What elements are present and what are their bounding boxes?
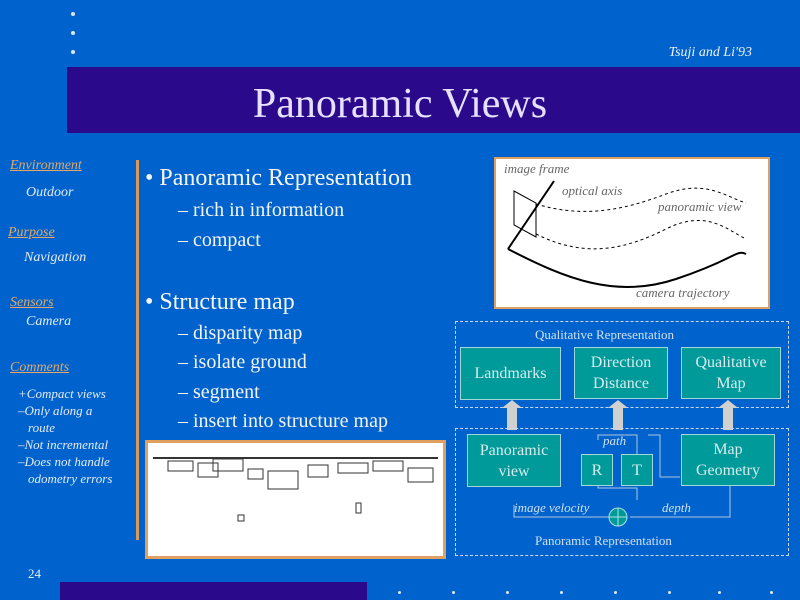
r-box: R [581,454,613,486]
path-label: path [603,433,627,448]
panoramic-group [455,428,789,556]
sidebar-comments-label: Comments [10,360,70,375]
t-label: T [632,461,642,479]
decor-dot [398,591,401,594]
camera-trajectory-label: camera trajectory [636,285,730,300]
sidebar-purpose-value: Navigation [24,250,87,265]
map-geometry-label: Map [713,441,743,458]
panoramic-view-box: Panoramic view [467,434,561,487]
sidebar-sensors-label: Sensors [10,295,54,310]
sidebar-sensors-value: Camera [26,314,72,329]
panoramic-sketch: image frame optical axis panoramic view … [494,157,770,309]
decor-dot [71,31,75,35]
sketch-drawing [507,180,747,289]
qualitative-title: Qualitative Representation [535,327,674,342]
decor-dot [71,12,75,16]
page-number: 24 [28,566,41,581]
qualitative-map-label: Qualitative [695,354,767,371]
sidebar-environment-label: Environment [10,158,82,173]
image-frame-label: image frame [504,161,570,176]
depth-label: depth [662,500,691,515]
decor-dot [770,591,773,594]
decor-dot [71,50,75,54]
page-title: Panoramic Views [252,81,548,127]
decor-dot [560,591,563,594]
panoramic-view-label: panoramic view [658,199,742,214]
sidebar-environment-value: Outdoor [26,185,74,200]
distance-label: Distance [593,375,649,392]
decor-dot [718,591,721,594]
diagram-arrows [502,400,738,527]
sub-bullet: – rich in information [178,199,345,221]
sub-bullet: – compact [178,229,261,251]
sub-bullet: – segment [178,381,260,403]
decor-dot [668,591,671,594]
bullet: • Structure map [145,289,295,315]
title-banner [67,67,800,133]
r-label: R [591,461,603,479]
comment-item: –Not incremental [18,437,109,452]
comment-item: –Does not handle [18,454,110,469]
comment-item: route [28,420,55,435]
sidebar-divider [136,160,139,540]
panoramic-title: Panoramic Representation [535,533,672,548]
map-geometry-label: Geometry [696,462,760,479]
structure-map-image [145,440,446,559]
optical-axis-label: optical axis [562,183,623,198]
sub-bullet: – isolate ground [178,351,307,373]
comment-item: +Compact views [18,386,106,401]
comment-item: –Only along a [18,403,93,418]
comment-item: odometry errors [28,471,113,486]
landmarks-box: Landmarks [460,347,561,400]
qualitative-map-label: Map [716,375,746,392]
t-box: T [621,454,653,486]
landmarks-label: Landmarks [474,365,547,382]
direction-label: Direction [590,354,652,371]
sub-bullet: – insert into structure map [178,410,388,432]
decor-dot [506,591,509,594]
bullet: • Panoramic Representation [145,165,412,191]
structure-map-drawing [153,457,438,522]
footer-bar [60,582,367,600]
sidebar-purpose-label: Purpose [8,225,55,240]
image-velocity-label: image velocity [514,500,590,515]
decor-dot [452,591,455,594]
decor-dot [614,591,617,594]
panoramic-view-label: Panoramic [479,441,549,459]
panoramic-view-label: view [498,462,530,480]
citation: Tsuji and Li'93 [668,45,752,60]
sub-bullet: – disparity map [178,322,303,344]
